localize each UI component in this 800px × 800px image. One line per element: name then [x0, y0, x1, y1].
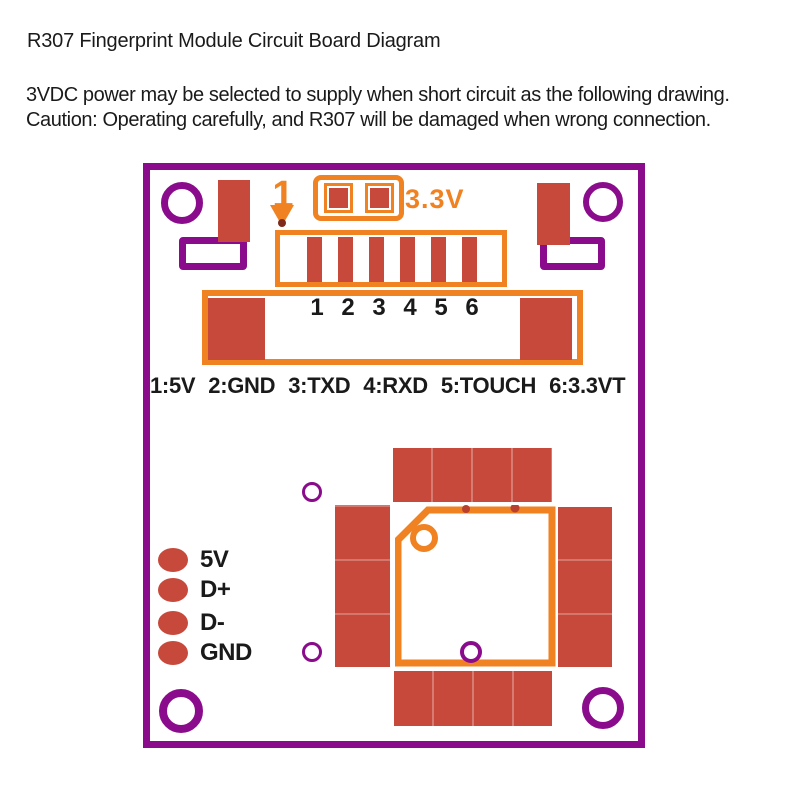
usb-pad-label: D-	[200, 609, 225, 636]
usb-pad-row-5v: 5V	[158, 546, 229, 573]
usb-pad-dot-icon	[158, 641, 188, 665]
header-pin-2	[338, 237, 353, 282]
page-description: 3VDC power may be selected to supply whe…	[26, 83, 730, 133]
jumper-pad-1	[324, 183, 353, 213]
pin-assignment-4: 4:RXD	[363, 373, 428, 398]
ic-footprint-outline	[395, 505, 556, 667]
mounting-hole-icon-top-left	[161, 182, 203, 224]
pin-assignment-1: 1:5V	[150, 373, 196, 398]
pin-number-1: 1	[310, 294, 324, 321]
usb-pad-dot-icon	[158, 578, 188, 602]
connector-pad-left	[208, 298, 265, 360]
usb-pad-dot-icon	[158, 548, 188, 572]
silkscreen-outline-top-right	[540, 237, 605, 270]
via-icon-lower	[302, 642, 322, 662]
copper-pad-top-left	[218, 180, 250, 242]
ic-edge-dot-icon-2	[510, 505, 520, 513]
description-line-1: 3VDC power may be selected to supply whe…	[26, 84, 730, 106]
header-pin-1	[307, 237, 322, 282]
jumper-pad-2	[365, 183, 394, 213]
mounting-hole-icon-bottom-left	[159, 689, 203, 733]
pin-number-2: 2	[341, 294, 355, 321]
usb-pad-label: GND	[200, 639, 252, 666]
usb-pad-label: D+	[200, 576, 231, 603]
usb-pad-row-gnd: GND	[158, 639, 252, 666]
header-pin-4	[400, 237, 415, 282]
usb-pad-row-dminus: D-	[158, 609, 225, 636]
ic-pad-right	[558, 507, 612, 667]
pin-assignment-5: 5:TOUCH	[440, 373, 537, 398]
jumper-pads-box	[313, 175, 404, 221]
connector-outline-box	[202, 290, 583, 365]
via-icon-upper	[302, 482, 322, 502]
page-title: R307 Fingerprint Module Circuit Board Di…	[27, 30, 441, 52]
ic-outline-shape	[395, 506, 556, 667]
mounting-hole-icon-top-right	[583, 182, 623, 222]
down-arrowhead-icon	[270, 205, 294, 226]
pin-number-5: 5	[434, 294, 448, 321]
header-pin-6	[462, 237, 477, 282]
usb-pad-label: 5V	[200, 546, 229, 573]
via-icon-ic-bottom	[460, 641, 482, 663]
pin-assignment-legend: 1:5V 2:GND 3:TXD 4:RXD 5:TOUCH 6:3.3VT	[150, 373, 626, 399]
header-pin-5	[431, 237, 446, 282]
ic-pad-bottom	[394, 671, 552, 726]
pin1-arrow-icon: 1	[270, 174, 294, 227]
pin-assignment-3: 3:TXD	[288, 373, 351, 398]
pin-header-box	[275, 230, 507, 287]
header-pin-3	[369, 237, 384, 282]
usb-pad-row-dplus: D+	[158, 576, 231, 603]
copper-pad-top-right	[537, 183, 570, 245]
jumper-voltage-label: 3.3V	[405, 184, 465, 214]
pin-assignment-6: 6:3.3VT	[549, 373, 626, 398]
description-line-2: Caution: Operating carefully, and R307 w…	[26, 109, 711, 131]
pin-number-3: 3	[372, 294, 386, 321]
ic-pad-left	[335, 505, 390, 667]
silkscreen-outline-top-left	[179, 237, 247, 270]
usb-pad-dot-icon	[158, 611, 188, 635]
mounting-hole-icon-bottom-right	[582, 687, 624, 729]
pin-assignment-2: 2:GND	[208, 373, 276, 398]
arrow-tip-dot-icon	[278, 219, 286, 227]
pin-number-6: 6	[465, 294, 479, 321]
ic-edge-dot-icon-1	[462, 505, 470, 513]
ic-pad-top	[393, 448, 552, 502]
ic-pin1-ring-icon	[410, 524, 438, 552]
circuit-board-diagram: 1 3.3V 1 2 3 4 5 6 1:5V 2:GND 3:TXD 4:RX…	[143, 163, 645, 748]
connector-pad-right	[520, 298, 572, 360]
pin-number-4: 4	[403, 294, 417, 321]
